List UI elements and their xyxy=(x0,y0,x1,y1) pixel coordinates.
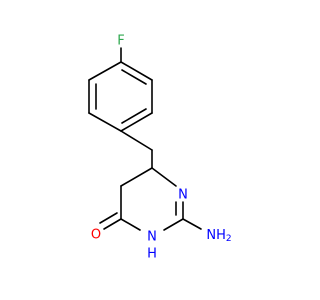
structure-svg: F O N N H NH2 xyxy=(88,34,232,262)
nh-hydrogen-label: H xyxy=(147,247,157,262)
fluorophenyl-ring xyxy=(88,47,153,132)
molecule-diagram: F O N N H NH2 xyxy=(88,34,232,262)
amino-subscript: 2 xyxy=(226,234,232,244)
bond-ring-4-inner xyxy=(121,108,147,124)
pyrimidine-core xyxy=(99,149,202,231)
bond-ring-6-inner xyxy=(121,69,147,85)
oxygen-label: O xyxy=(91,228,101,243)
bond-ring-1 xyxy=(88,61,122,81)
ring-nitrogen-label: N xyxy=(178,188,188,203)
amino-label: NH2 xyxy=(206,228,231,245)
bond-ring-3 xyxy=(88,112,122,132)
core-c4-o-2 xyxy=(99,212,118,224)
core-c4-n3 xyxy=(120,218,141,231)
core-n3-c2 xyxy=(163,218,184,231)
bond-ring-4 xyxy=(120,112,153,132)
bond-ring-6 xyxy=(120,61,153,81)
bond-linker-1 xyxy=(120,130,153,151)
core-c2-nh2 xyxy=(182,218,202,230)
amino-nh-text: NH xyxy=(206,228,226,243)
core-c6-c5 xyxy=(120,167,153,187)
ethyl-linker xyxy=(120,130,153,151)
core-n1-c6 xyxy=(151,167,177,187)
nh-nitrogen-label: N xyxy=(147,230,157,245)
fluorine-label: F xyxy=(117,34,124,49)
core-c4-o-1 xyxy=(103,218,122,230)
